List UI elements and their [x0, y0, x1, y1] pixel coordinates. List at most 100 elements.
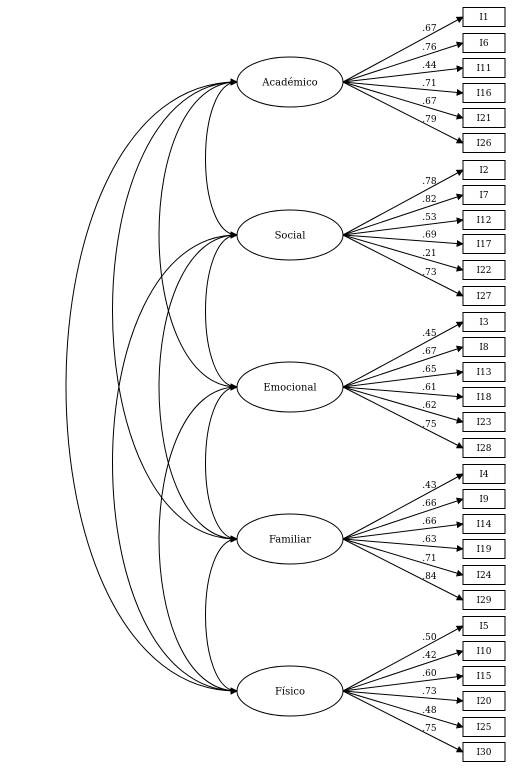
loading-path — [342, 473, 464, 540]
loading-path — [342, 649, 464, 692]
item-box — [462, 133, 506, 153]
item-box — [462, 312, 506, 332]
item-label: I12 — [476, 216, 491, 226]
loading-path — [342, 538, 464, 552]
item-label: I1 — [479, 13, 488, 23]
loading-path — [342, 690, 464, 704]
item-box — [462, 590, 506, 610]
loading-value: .66 — [422, 499, 437, 509]
item-box — [462, 210, 506, 230]
item-label: I15 — [476, 672, 491, 682]
item-box — [462, 234, 506, 254]
factor-ellipse — [236, 665, 344, 717]
item-label: I11 — [476, 64, 491, 74]
item-box — [462, 337, 506, 357]
item-box — [462, 286, 506, 306]
loading-path — [342, 234, 464, 248]
loading-path — [342, 41, 464, 83]
item-label: I22 — [476, 266, 491, 276]
correlation-arc — [205, 535, 238, 695]
item-label: I3 — [479, 318, 489, 328]
loading-path — [342, 538, 464, 577]
item-label: I7 — [479, 191, 489, 201]
item-label: I8 — [479, 343, 489, 353]
loading-value: .75 — [422, 724, 437, 734]
item-box — [462, 108, 506, 128]
item-label: I2 — [479, 166, 488, 176]
item-box — [462, 717, 506, 737]
factor-label: Académico — [261, 78, 317, 89]
item-box — [462, 539, 506, 559]
item-box — [462, 514, 506, 534]
loading-value: .71 — [422, 554, 436, 564]
correlation-arc — [112, 78, 238, 543]
item-box — [462, 666, 506, 686]
loading-path — [342, 386, 464, 400]
loading-value: .65 — [422, 365, 437, 375]
factor-label: Emocional — [263, 383, 316, 394]
item-box — [462, 565, 506, 585]
loading-path — [342, 673, 464, 692]
factor-correlations — [65, 78, 238, 695]
item-label: I19 — [476, 545, 491, 555]
item-label: I28 — [476, 444, 491, 454]
item-label: I14 — [476, 520, 491, 530]
item-box — [462, 412, 506, 432]
item-box — [462, 438, 506, 458]
loading-value: .82 — [422, 195, 436, 205]
loading-value: .61 — [422, 383, 436, 393]
item-box — [462, 489, 506, 509]
loading-path — [342, 234, 464, 272]
loading-value: .66 — [422, 517, 437, 527]
factor-loading-paths: .67.76.44.71.67.79.78.82.53.69.21.73.45.… — [342, 16, 464, 753]
correlation-arc — [158, 78, 238, 391]
item-label: I10 — [476, 647, 491, 657]
loading-path — [342, 345, 464, 388]
item-label: I20 — [476, 697, 491, 707]
loading-value: .73 — [422, 687, 437, 697]
loading-value: .62 — [422, 401, 436, 411]
item-label: I21 — [476, 114, 491, 124]
loading-path — [342, 690, 464, 753]
loading-value: .67 — [422, 97, 437, 107]
correlation-arc — [158, 383, 238, 695]
item-label: I17 — [476, 240, 491, 250]
factor-label: Familiar — [269, 535, 311, 546]
loading-path — [342, 690, 464, 729]
item-box — [462, 742, 506, 762]
loading-value: .73 — [422, 268, 437, 278]
item-label: I24 — [476, 571, 491, 581]
item-label: I4 — [479, 470, 489, 480]
item-label: I5 — [479, 622, 489, 632]
correlation-arc — [205, 383, 238, 543]
loading-path — [342, 497, 464, 540]
factor-ellipse — [236, 209, 344, 261]
item-label: I23 — [476, 418, 491, 428]
factor-label: Físico — [275, 687, 305, 698]
item-label: I30 — [476, 748, 491, 758]
item-box — [462, 33, 506, 53]
loading-path — [342, 81, 464, 96]
loading-path — [342, 386, 464, 449]
loading-value: .71 — [422, 79, 436, 89]
loading-value: .48 — [422, 706, 437, 716]
correlation-arc — [158, 231, 238, 543]
item-box — [462, 362, 506, 382]
loading-value: .69 — [422, 230, 437, 240]
item-label: I13 — [476, 368, 491, 378]
loading-path — [342, 65, 464, 83]
item-label: I6 — [479, 39, 489, 49]
item-label: I25 — [476, 723, 491, 733]
item-box — [462, 58, 506, 78]
item-box — [462, 83, 506, 103]
item-box — [462, 616, 506, 636]
loading-value: .63 — [422, 535, 437, 545]
item-box — [462, 691, 506, 711]
item-label: I29 — [476, 596, 491, 606]
item-box — [462, 387, 506, 407]
loading-path — [342, 521, 464, 540]
loading-value: .53 — [422, 213, 437, 223]
loading-path — [342, 386, 464, 424]
loading-path — [342, 538, 464, 601]
